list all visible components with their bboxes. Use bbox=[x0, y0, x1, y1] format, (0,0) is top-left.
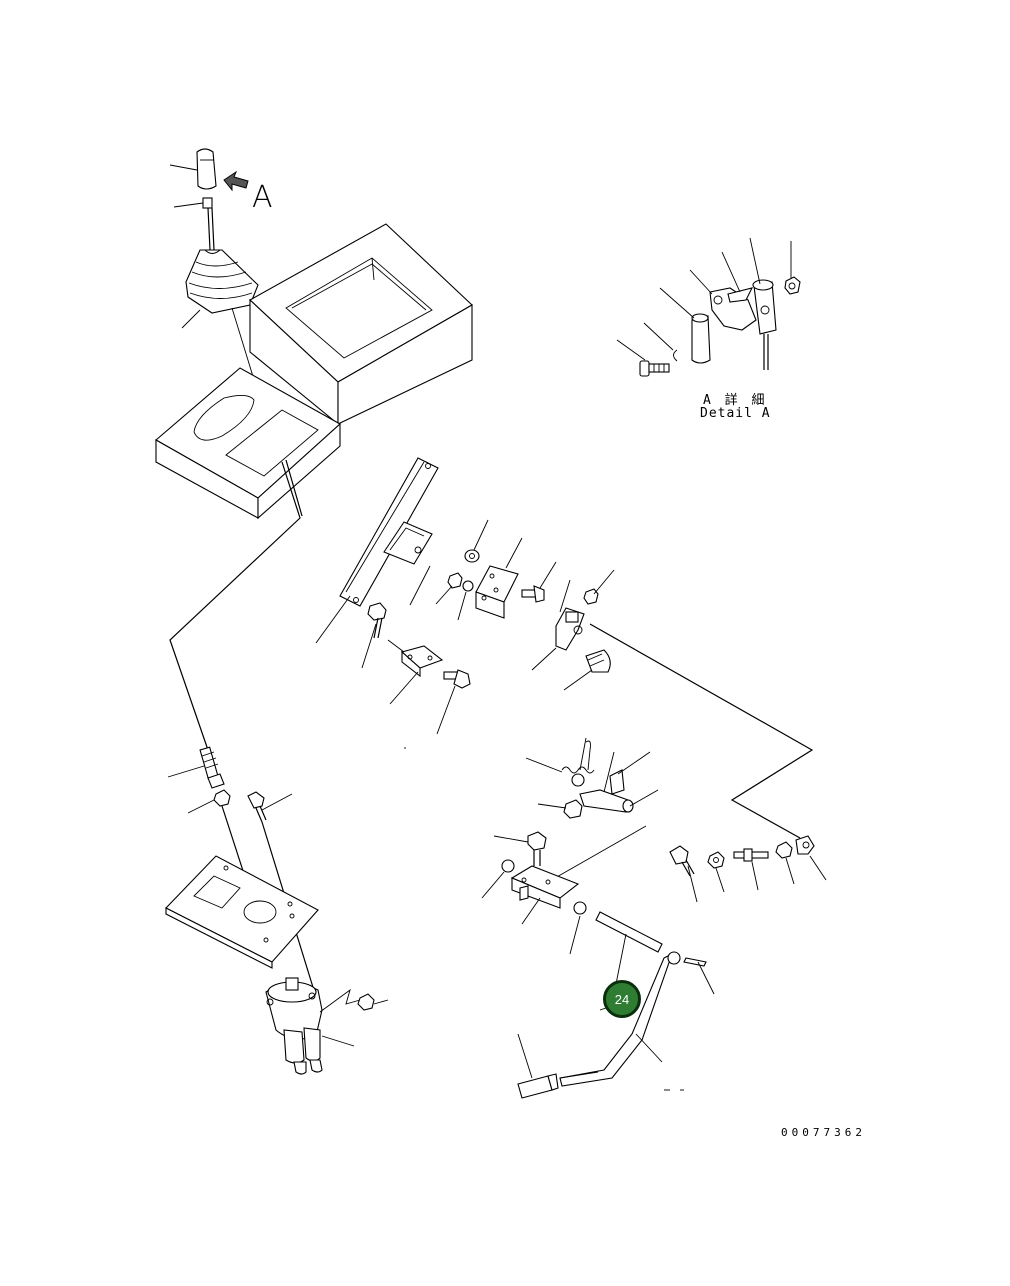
mount-bolt bbox=[527, 831, 547, 866]
view-a-label: A bbox=[252, 180, 273, 215]
collar bbox=[501, 859, 515, 873]
plate-bolt bbox=[443, 669, 471, 689]
nut-a bbox=[447, 572, 463, 589]
push-rod bbox=[595, 911, 663, 953]
bushing-small bbox=[573, 901, 587, 915]
lever-nut bbox=[202, 197, 213, 209]
pivot-plate bbox=[475, 565, 519, 619]
cable-clamp bbox=[585, 649, 611, 673]
stud-bolt bbox=[733, 848, 769, 862]
callout-badge-number: 24 bbox=[614, 991, 630, 1007]
view-arrow-icon bbox=[223, 170, 249, 192]
detail-a-assembly bbox=[639, 276, 801, 377]
spring-washer bbox=[462, 580, 474, 592]
pilot-valve bbox=[265, 977, 323, 1075]
pivot-nut bbox=[563, 799, 583, 819]
drawing-number: 00077362 bbox=[781, 1126, 866, 1139]
cable-nut bbox=[213, 789, 231, 807]
detail-a-title-en: Detail A bbox=[700, 406, 771, 421]
detail-a-title-jp: A 詳 細 bbox=[703, 393, 768, 408]
pivot-arm bbox=[579, 769, 634, 813]
cable-adjuster bbox=[199, 746, 225, 789]
valve-mount-plate bbox=[165, 855, 319, 969]
lever-knob bbox=[196, 148, 217, 190]
cable-end-fitting bbox=[555, 607, 585, 651]
lever-boot bbox=[185, 249, 259, 314]
link-bolt bbox=[669, 845, 695, 877]
base-bracket bbox=[510, 865, 580, 909]
console-box bbox=[155, 223, 473, 520]
support-plate bbox=[400, 645, 444, 678]
bracket-bolt bbox=[367, 602, 387, 639]
valve-nut bbox=[357, 993, 375, 1011]
link-nut bbox=[707, 851, 725, 869]
lever-grip bbox=[517, 1073, 559, 1099]
return-spring bbox=[561, 740, 595, 774]
plate-bolt-b bbox=[521, 585, 545, 603]
control-lever-arm bbox=[559, 951, 707, 1087]
mounting-bracket bbox=[339, 457, 439, 607]
callout-badge-24[interactable]: 24 bbox=[603, 980, 641, 1018]
link-nut-b bbox=[775, 841, 793, 859]
washer bbox=[464, 549, 480, 563]
ball-joint bbox=[795, 835, 815, 855]
long-bolt bbox=[247, 791, 267, 823]
pivot-washer bbox=[571, 773, 585, 787]
